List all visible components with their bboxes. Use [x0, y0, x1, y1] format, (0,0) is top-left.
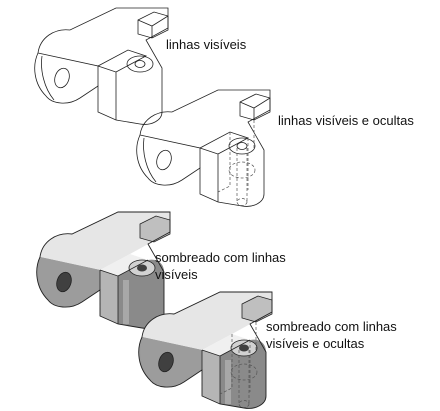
- label-shaded-visible-hidden-lines: sombreado com linhas visíveis e ocultas: [266, 318, 397, 352]
- label-line: linhas visíveis: [166, 37, 247, 52]
- part-visible-hidden-lines: [136, 89, 271, 207]
- label-visible-hidden-lines: linhas visíveis e ocultas: [278, 112, 414, 129]
- part-shaded-visible-lines: [37, 212, 170, 328]
- label-shaded-visible-lines: sombreado com linhas visíveis: [155, 249, 286, 283]
- label-line: sombreado com linhas: [155, 250, 286, 265]
- label-line: sombreado com linhas: [266, 319, 397, 334]
- label-visible-lines: linhas visíveis: [166, 36, 246, 53]
- label-line: visíveis e ocultas: [266, 336, 365, 351]
- label-line: visíveis: [155, 267, 198, 282]
- part-visible-lines: [34, 7, 169, 125]
- label-line: linhas visíveis e ocultas: [278, 113, 414, 128]
